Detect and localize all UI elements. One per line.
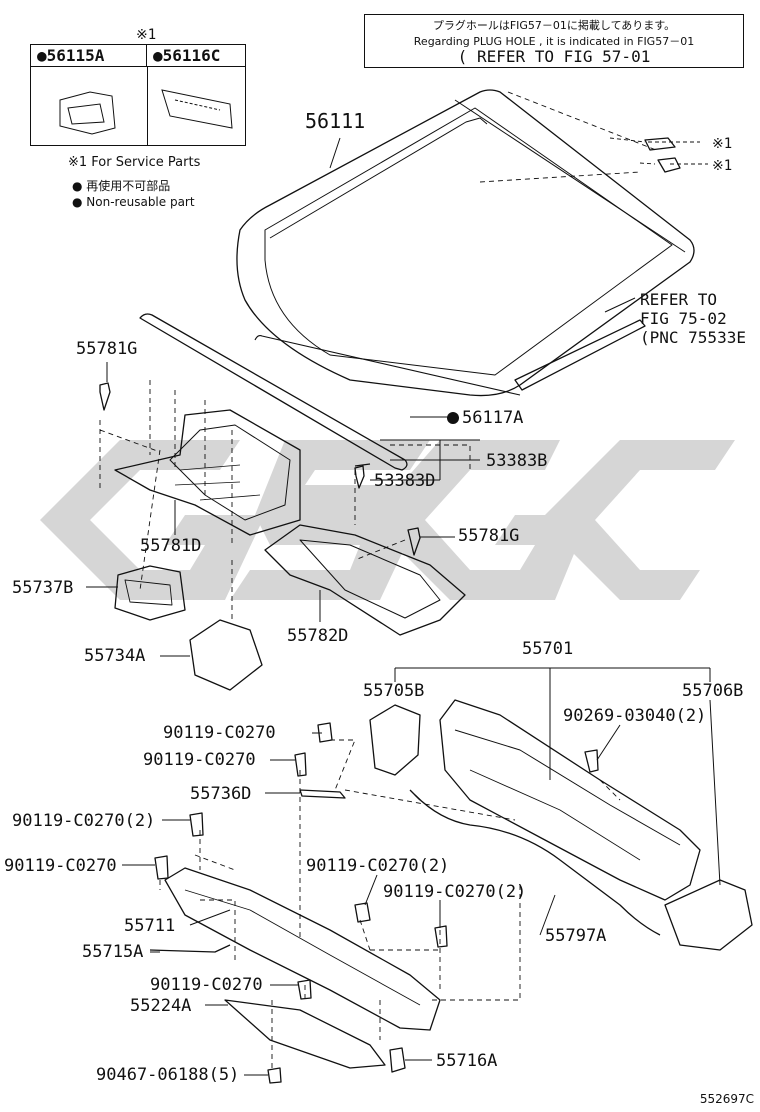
plug-hole-note: プラグホールはFIG57－01に掲載してあります。 Regarding PLUG… xyxy=(364,14,744,68)
label-bolt-5: 90119-C0270(2) xyxy=(306,856,450,876)
cowl-louver-left xyxy=(114,409,301,536)
label-bolt-6: 90119-C0270(2) xyxy=(383,882,527,902)
label-55781G-right: 55781G xyxy=(458,526,520,546)
label-55701: 55701 xyxy=(522,639,574,659)
label-bolt-1: 90119-C0270 xyxy=(163,723,276,743)
refer-line-2: FIG 75-02 xyxy=(640,309,727,328)
label-bolt-4: 90119-C0270 xyxy=(4,856,117,876)
label-star-1b: ※1 xyxy=(712,158,733,174)
cable-55715A xyxy=(149,944,231,953)
windshield-glass xyxy=(236,89,695,397)
bullet-icon: ● xyxy=(72,179,87,193)
note-line-jp: プラグホールはFIG57－01に掲載してあります。 xyxy=(432,19,676,32)
label-star-1a: ※1 xyxy=(712,136,733,152)
label-55224A: 55224A xyxy=(130,996,192,1016)
label-55737B: 55737B xyxy=(12,578,74,598)
label-55782D: 55782D xyxy=(287,626,349,646)
label-55715A: 55715A xyxy=(82,942,144,962)
label-55734A: 55734A xyxy=(84,646,146,666)
legend-part-drawings xyxy=(59,89,233,135)
legend-nonreuse-jp: 再使用不可部品 xyxy=(86,179,171,193)
legend-divider xyxy=(147,67,148,145)
cowl-top-panel xyxy=(439,699,701,901)
label-55705B: 55705B xyxy=(363,681,425,701)
seal-55734A xyxy=(189,619,263,691)
label-55736D: 55736D xyxy=(190,784,252,804)
legend-nonreuse-en: Non-reusable part xyxy=(86,195,195,209)
bullet-icon: ● xyxy=(153,46,163,65)
refer-line-3: (PNC 75533E xyxy=(640,328,746,347)
drawing-code: 552697C xyxy=(699,1092,754,1106)
leader-lines xyxy=(86,137,721,1076)
label-55716A: 55716A xyxy=(436,1051,498,1071)
note-line-en: Regarding PLUG HOLE , it is indicated in… xyxy=(413,35,695,48)
legend-mark: ※1 xyxy=(136,27,157,43)
bracket-55705B xyxy=(369,704,421,776)
legend-part-56116C: 56116C xyxy=(162,46,221,65)
cowl-louver-right xyxy=(264,524,466,636)
label-90269: 90269-03040(2) xyxy=(563,706,707,726)
label-55781D: 55781D xyxy=(140,536,202,556)
label-53383B: 53383B xyxy=(486,451,548,471)
strap-55736D xyxy=(299,789,346,799)
label-55706B: 55706B xyxy=(682,681,744,701)
bullet-icon: ● xyxy=(72,195,87,209)
label-56117A: 56117A xyxy=(462,408,524,428)
label-56111: 56111 xyxy=(305,109,366,133)
legend-service-note: ※1 For Service Parts xyxy=(68,155,201,170)
cover-55224A xyxy=(224,999,386,1069)
bullet-icon: ● xyxy=(37,46,47,65)
cowl-lower-panel xyxy=(164,867,441,1031)
bolt-icons xyxy=(99,382,599,1084)
label-90467: 90467-06188(5) xyxy=(96,1065,240,1085)
label-bolt-3: 90119-C0270(2) xyxy=(12,811,156,831)
label-55711: 55711 xyxy=(124,916,176,936)
refer-line-1: REFER TO xyxy=(640,290,718,309)
label-55797A: 55797A xyxy=(545,926,607,946)
label-55781G-top: 55781G xyxy=(76,339,138,359)
label-53383D: 53383D xyxy=(374,471,436,491)
note-line-refer: ( REFER TO FIG 57-01 xyxy=(457,47,651,66)
label-bolt-7: 90119-C0270 xyxy=(150,975,263,995)
label-bolt-2: 90119-C0270 xyxy=(143,750,256,770)
side-moulding-right xyxy=(514,319,646,391)
clip-55716A xyxy=(389,1047,406,1073)
bracket-55706B xyxy=(664,879,753,951)
seal-55737B xyxy=(114,565,186,621)
service-parts-legend: ●56115A ●56116C xyxy=(30,44,246,146)
non-reusable-dot xyxy=(447,412,459,424)
drain-hose-55797A xyxy=(414,794,661,936)
legend-part-56115A: 56115A xyxy=(46,46,105,65)
